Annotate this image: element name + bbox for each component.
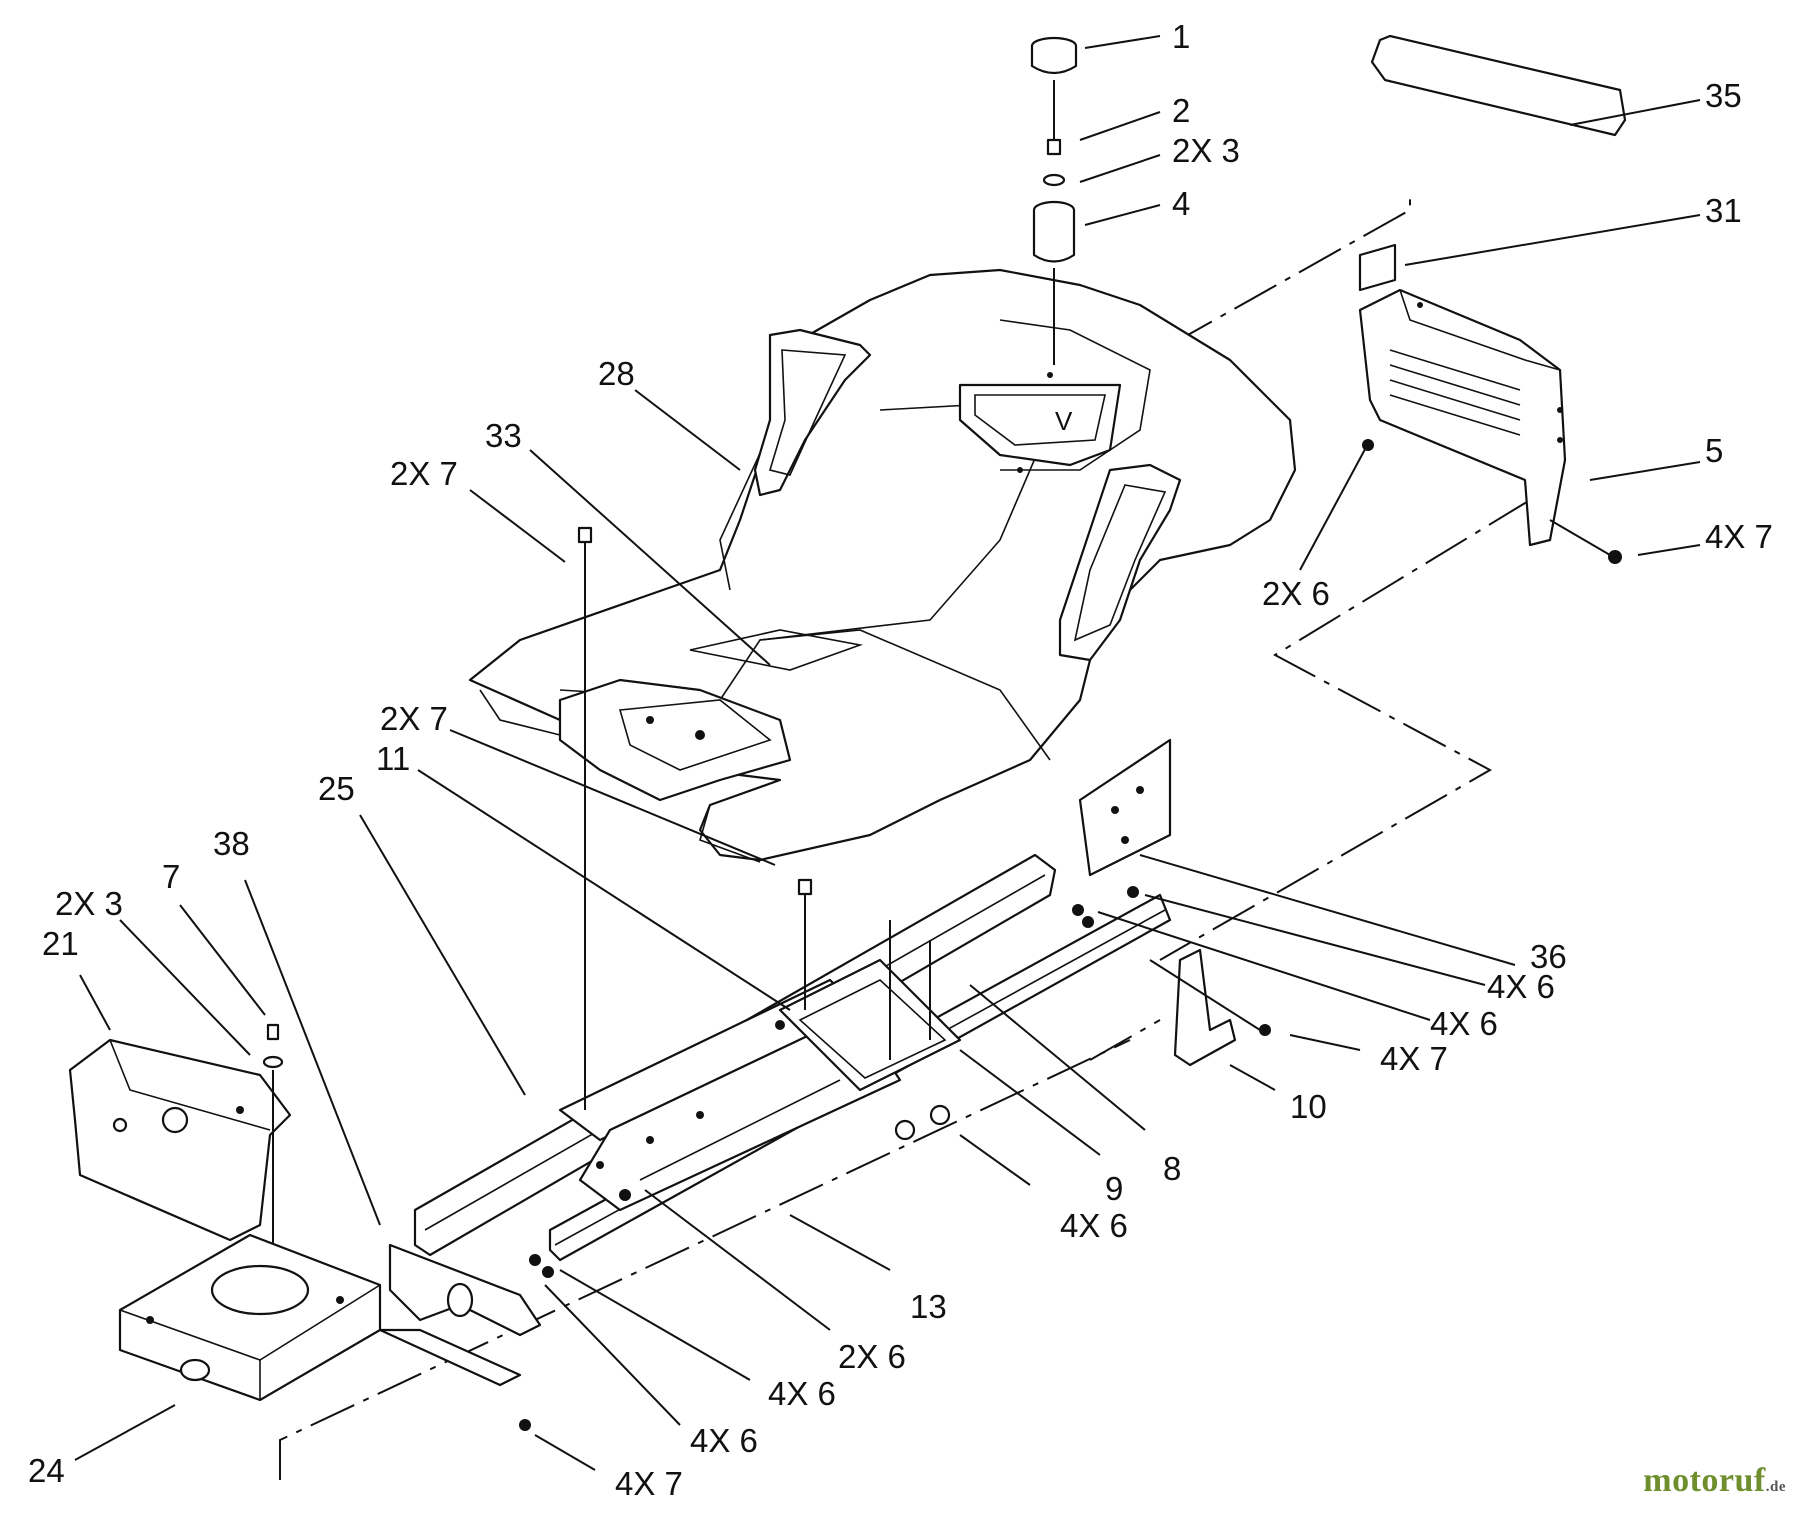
- decal-35: [1370, 34, 1627, 137]
- callout-4x6-a: 4X 6: [1487, 968, 1555, 1005]
- callout-2x7-upper: 2X 7: [390, 455, 458, 492]
- fender-pan: V: [468, 268, 1297, 863]
- hardware-right: [1072, 886, 1139, 928]
- callout-24: 24: [28, 1452, 65, 1489]
- callout-10: 10: [1290, 1088, 1327, 1125]
- knob-stack: [1030, 36, 1078, 365]
- callout-2: 2: [1172, 92, 1190, 129]
- callout-8: 8: [1163, 1150, 1181, 1187]
- callout-35: 35: [1705, 77, 1742, 114]
- watermark-suffix: .de: [1765, 1479, 1786, 1495]
- callout-2x6-lower: 2X 6: [838, 1338, 906, 1375]
- callout-4: 4: [1172, 185, 1190, 222]
- callout-2x6-right: 2X 6: [1262, 575, 1330, 612]
- watermark-logo: motoruf.de: [1643, 1462, 1786, 1500]
- seat-area: [689, 629, 864, 671]
- frame-outline: [279, 190, 1531, 1480]
- callout-2x3-left: 2X 3: [55, 885, 123, 922]
- callout-11: 11: [376, 740, 410, 777]
- callout-5: 5: [1705, 432, 1723, 469]
- decal-31: [1358, 243, 1397, 292]
- cross-bracket: [775, 878, 962, 1141]
- decal-letter: V: [1055, 406, 1073, 436]
- callout-33: 33: [485, 417, 522, 454]
- callout-9: 9: [1105, 1170, 1123, 1207]
- callout-4x7-mid: 4X 7: [1380, 1040, 1448, 1077]
- panel-36: [1078, 738, 1172, 877]
- callout-4x6-e: 4X 6: [690, 1422, 758, 1459]
- callout-4x6-c: 4X 6: [1060, 1207, 1128, 1244]
- bracket-38: [378, 1243, 542, 1431]
- callout-4x6-b: 4X 6: [1430, 1005, 1498, 1042]
- bracket-10: [1149, 948, 1271, 1067]
- callout-labels: 1 2 2X 3 4 35 31 5 4X 7 2X 6 28 33 2X 7 …: [28, 18, 1773, 1502]
- hardware-lower: [529, 1189, 631, 1278]
- callout-4x7-right: 4X 7: [1705, 518, 1773, 555]
- watermark-main: motoruf: [1643, 1462, 1766, 1499]
- callout-1: 1: [1172, 18, 1190, 55]
- callout-36: 36: [1530, 938, 1567, 975]
- leader-lines: [74, 35, 1701, 1471]
- callout-21: 21: [42, 925, 79, 962]
- callout-31: 31: [1705, 192, 1742, 229]
- callout-38: 38: [213, 825, 250, 862]
- callout-4x6-d: 4X 6: [768, 1375, 836, 1412]
- plate-24: [118, 1233, 382, 1402]
- bracket-21: [68, 1038, 292, 1242]
- callout-13: 13: [910, 1288, 947, 1325]
- callout-2x7-lower: 2X 7: [380, 700, 448, 737]
- callout-4x7-bottom: 4X 7: [615, 1465, 683, 1502]
- rear-bracket: [1358, 288, 1622, 564]
- callout-28: 28: [598, 355, 635, 392]
- callout-2x3-top: 2X 3: [1172, 132, 1240, 169]
- callout-25: 25: [318, 770, 355, 807]
- callout-7: 7: [162, 858, 180, 895]
